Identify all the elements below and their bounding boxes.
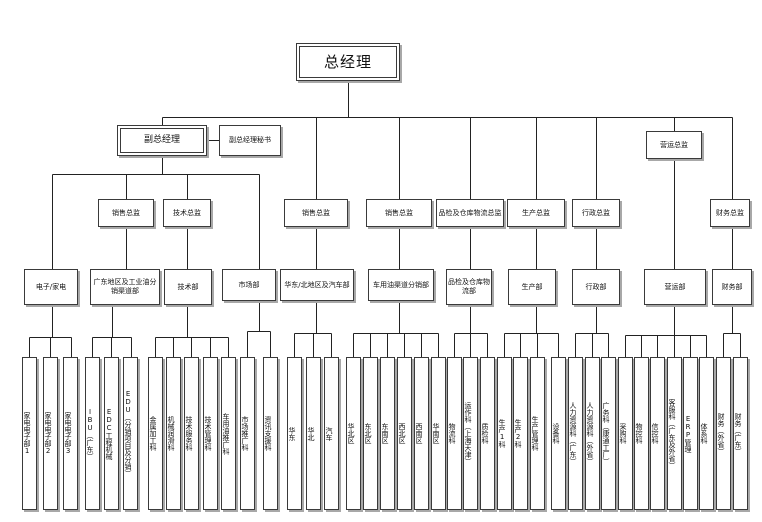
leaf-equipment[interactable]: 设备科: [551, 357, 566, 510]
node-dept-car-oil-channel[interactable]: 车用油渠道分销部: [368, 269, 434, 301]
leaf-finance-other[interactable]: 财务（外省）: [716, 357, 731, 510]
leaf-appliance-1[interactable]: 家电电子部1: [22, 357, 37, 510]
leaf-prod-mgmt[interactable]: 生产管理科: [530, 357, 545, 510]
node-dept-ops[interactable]: 营运部: [644, 269, 706, 305]
leaf-warehouse[interactable]: 运作科（上海天津）: [463, 357, 478, 510]
leaf-north[interactable]: 华北: [306, 357, 321, 510]
leaf-market-promo[interactable]: 市场推广科: [240, 357, 255, 510]
node-sales-director-a[interactable]: 销售总监: [98, 199, 154, 227]
node-admin-director[interactable]: 行政总监: [572, 199, 620, 227]
leaf-car-promo[interactable]: 车用油推广科: [221, 357, 236, 510]
leaf-qc[interactable]: 质检科: [480, 357, 495, 510]
node-dept-qc-logistics[interactable]: 品检及仓库物流部: [446, 269, 492, 305]
leaf-erp[interactable]: ERP管理: [683, 357, 698, 510]
leaf-east-region[interactable]: 东南区: [380, 357, 395, 510]
node-dept-tech[interactable]: 技术部: [164, 269, 212, 305]
leaf-north-region[interactable]: 华北区: [346, 357, 361, 510]
node-finance-director[interactable]: 财务总监: [710, 199, 750, 227]
node-qc-logistics-director[interactable]: 品检及仓库物流总监: [436, 199, 504, 227]
node-sales-director-b[interactable]: 销售总监: [284, 199, 348, 227]
leaf-appliance-2[interactable]: 家电电子部2: [43, 357, 58, 510]
leaf-prod-2[interactable]: 生产2科: [513, 357, 528, 510]
leaf-info-support[interactable]: 资讯支援科: [263, 357, 278, 510]
node-dept-finance[interactable]: 财务部: [712, 269, 752, 305]
node-dept-electronics[interactable]: 电子/家电: [24, 269, 78, 305]
leaf-logistics[interactable]: 物流科: [447, 357, 462, 510]
node-tech-director[interactable]: 技术总监: [163, 199, 211, 227]
node-dept-north-east-auto[interactable]: 华东/北地区及汽车部: [280, 269, 354, 301]
node-general-manager[interactable]: 总经理: [296, 43, 400, 81]
node-sales-director-c[interactable]: 销售总监: [366, 199, 432, 227]
leaf-hr-gd[interactable]: 人力资源科（广东）: [568, 357, 583, 510]
node-dept-guangdong-channel[interactable]: 广东地区及工业油分销渠道部: [90, 269, 160, 305]
leaf-edc[interactable]: EDC工程机械: [104, 357, 119, 510]
leaf-hr-other[interactable]: 人力资源科（外省）: [585, 357, 600, 510]
node-deputy-gm-secretary[interactable]: 副总经理秘书: [219, 125, 281, 156]
leaf-purchase[interactable]: 采购科: [618, 357, 633, 510]
leaf-prod-1[interactable]: 生产1科: [497, 357, 512, 510]
node-dept-production[interactable]: 生产部: [508, 269, 556, 305]
leaf-machine-lube[interactable]: 机械润滑科: [166, 357, 181, 510]
leaf-south-region[interactable]: 华南区: [431, 357, 446, 510]
leaf-east[interactable]: 华东: [287, 357, 302, 510]
node-dept-market[interactable]: 市场部: [222, 269, 276, 301]
leaf-metal[interactable]: 金属加工科: [148, 357, 163, 510]
leaf-system[interactable]: 体系科: [699, 357, 714, 510]
leaf-gd-affairs[interactable]: 广务科（康通工厂）: [601, 357, 616, 510]
leaf-northwest-region[interactable]: 西北区: [397, 357, 412, 510]
leaf-tech-service[interactable]: 技术服务科: [184, 357, 199, 510]
leaf-southwest-region[interactable]: 西南区: [414, 357, 429, 510]
node-production-director[interactable]: 生产总监: [507, 199, 565, 227]
leaf-credit[interactable]: 信控科: [650, 357, 665, 510]
leaf-auto[interactable]: 汽车: [324, 357, 339, 510]
leaf-northeast-region[interactable]: 东北区: [363, 357, 378, 510]
leaf-supplies[interactable]: 物控科: [634, 357, 649, 510]
leaf-ibu[interactable]: IBU（广东）: [85, 357, 100, 510]
leaf-finance-gd[interactable]: 财务（广东）: [733, 357, 748, 510]
node-ops-director[interactable]: 营运总监: [646, 131, 702, 159]
node-deputy-gm[interactable]: 副总经理: [117, 125, 207, 156]
leaf-tech-mgmt[interactable]: 技术管理科: [203, 357, 218, 510]
leaf-edu[interactable]: EDU（分销项目及分销）: [123, 357, 138, 510]
leaf-appliance-3[interactable]: 家电电子部3: [63, 357, 78, 510]
node-dept-admin[interactable]: 行政部: [572, 269, 620, 305]
leaf-customer[interactable]: 客服科（广东及外省）: [667, 357, 682, 510]
